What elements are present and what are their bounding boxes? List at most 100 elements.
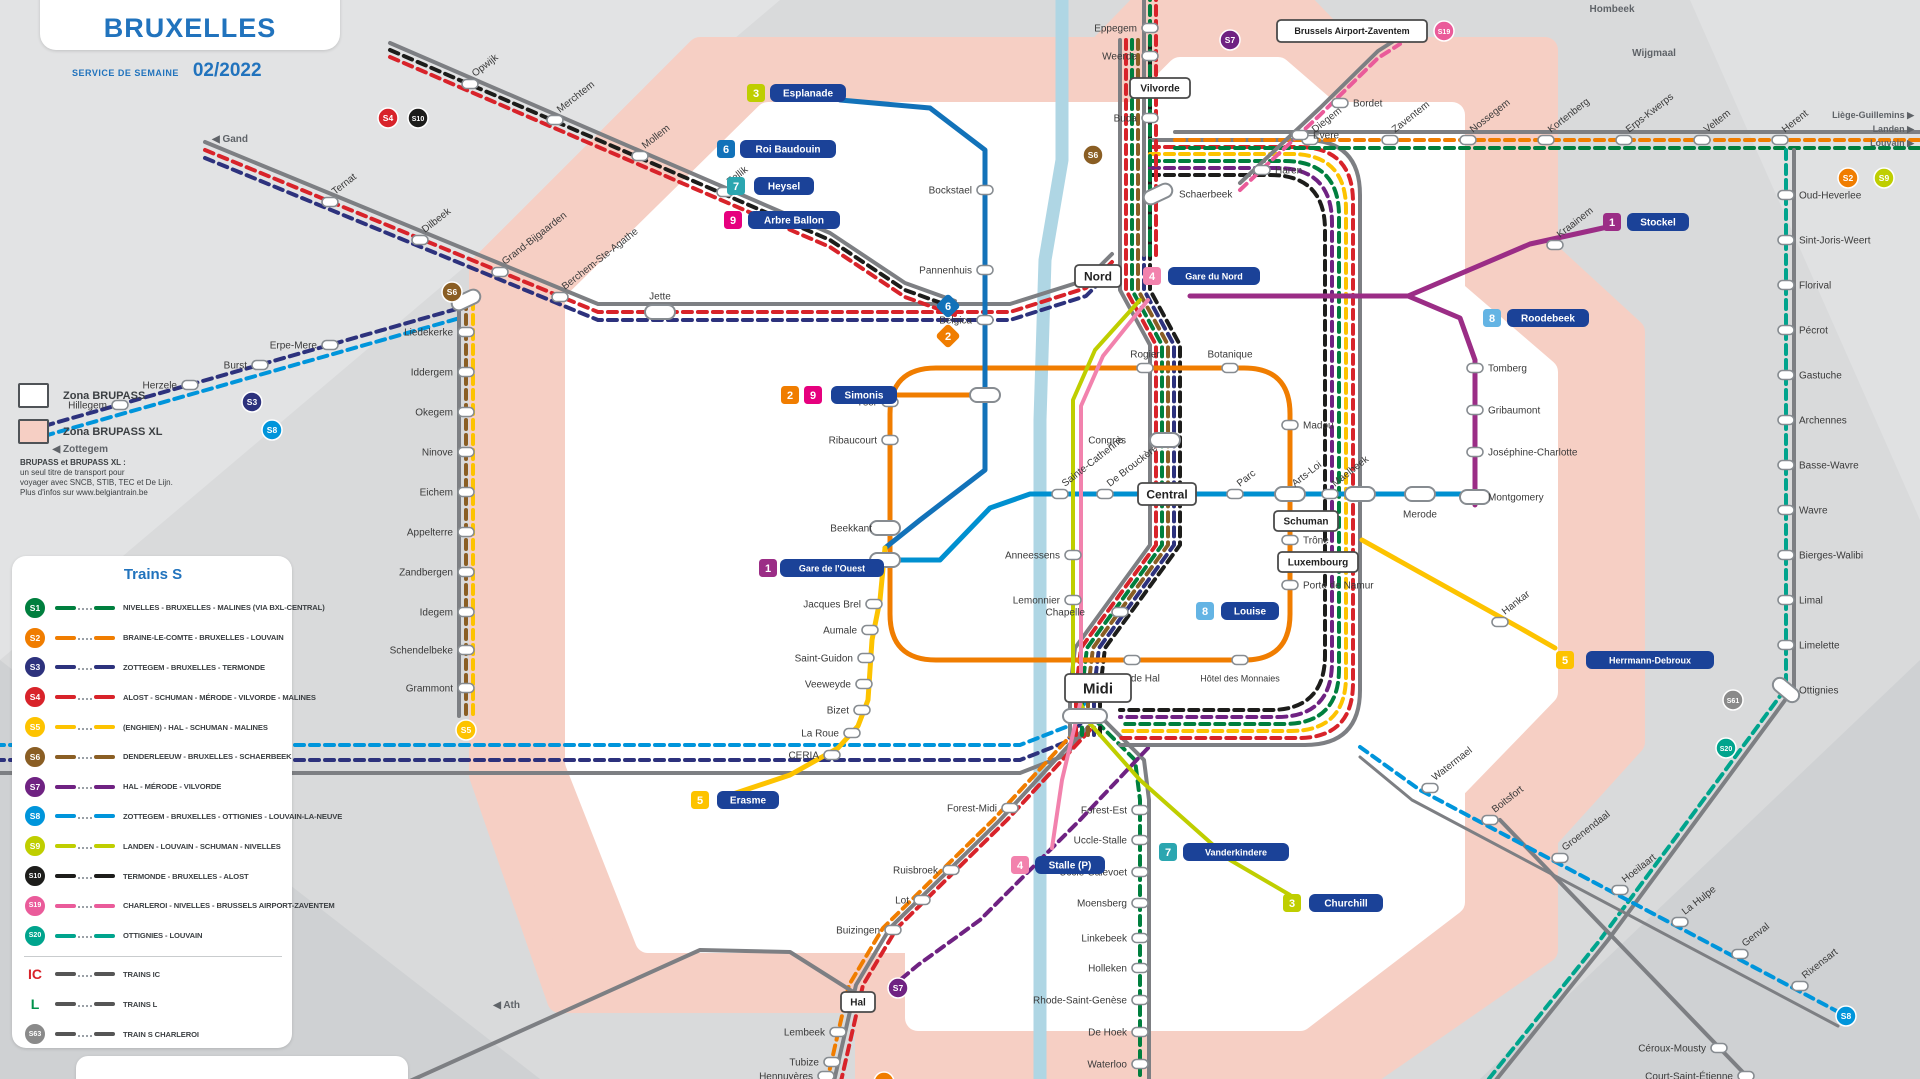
station-marker <box>1777 279 1795 291</box>
terminus-box <box>748 211 840 229</box>
metro-chip-number: 6 <box>723 144 729 156</box>
line-sample <box>55 814 115 819</box>
metro-chip-number: 4 <box>1017 860 1024 872</box>
station-pill <box>1491 616 1509 628</box>
station-pill <box>1221 362 1239 374</box>
station-label: Court-Saint-Étienne <box>1645 1070 1733 1079</box>
station-marker <box>457 606 475 618</box>
zone-swatch <box>18 383 49 408</box>
station-marker <box>1253 164 1271 176</box>
terminus-box <box>1168 267 1260 285</box>
station-pill <box>1149 432 1181 448</box>
station-pill <box>1281 534 1299 546</box>
station-label: Bockstael <box>929 186 972 197</box>
line-badge: S63 <box>24 1023 46 1046</box>
metro-chip-number: 2 <box>945 331 951 343</box>
line-sample <box>55 972 115 977</box>
station-pill <box>1777 234 1795 246</box>
station-label: Veeweyde <box>805 680 852 691</box>
station-label: Eichem <box>420 488 453 499</box>
rail-line <box>1358 745 1848 1018</box>
station-marker <box>1274 486 1306 502</box>
station-pill <box>457 366 475 378</box>
metro-chip-bg <box>781 386 799 404</box>
rail-bundle <box>1118 152 1348 733</box>
station-label: Rhode-Saint-Genèse <box>1033 996 1127 1007</box>
rail-bundle <box>1238 35 1402 185</box>
s-line-chip-label: S2 <box>1843 173 1854 183</box>
station-marker <box>1381 134 1399 146</box>
station-marker <box>823 1056 841 1068</box>
station-marker <box>881 434 899 446</box>
metro-chip-number: 4 <box>1149 271 1156 283</box>
metro-chip-bg <box>1556 651 1574 669</box>
station-label: Anneessens <box>1005 551 1060 562</box>
station-pill <box>251 359 269 371</box>
station-marker <box>1062 708 1108 724</box>
station-pill <box>1131 897 1149 909</box>
station-pill <box>855 678 873 690</box>
station-marker <box>457 566 475 578</box>
major-station-box <box>1137 482 1197 506</box>
service-label: SERVICE DE SEMAINE <box>72 68 179 78</box>
station-label: Forest-Est <box>1081 806 1127 817</box>
station-pill <box>1141 50 1159 62</box>
line-badge: S5 <box>24 716 46 739</box>
line-sample <box>55 605 115 611</box>
rail-bundle <box>0 712 1090 762</box>
station-label: Limelette <box>1799 641 1840 652</box>
s-line-chip-label: S6 <box>447 287 458 297</box>
terminus-box <box>770 84 846 102</box>
station-marker <box>1226 488 1244 500</box>
terminus-label: Louise <box>1234 607 1267 618</box>
station-marker <box>865 598 883 610</box>
station-pill <box>1141 112 1159 124</box>
terminus-box <box>1309 894 1383 912</box>
destination-label: Hombeek <box>1589 4 1634 15</box>
line-route-label: TRAINS L <box>123 999 158 1009</box>
station-pill <box>457 406 475 418</box>
station-label: Lembeek <box>784 1028 826 1039</box>
station-pill <box>853 704 871 716</box>
station-pill <box>461 78 479 90</box>
destination-label: Wijgmaal <box>1632 48 1676 59</box>
city-title: BRUXELLES <box>103 13 277 43</box>
station-marker <box>942 864 960 876</box>
station-pill <box>1051 488 1069 500</box>
station-pill <box>1331 97 1349 109</box>
rail-bundle <box>28 316 462 442</box>
station-label: Buizingen <box>836 926 880 937</box>
station-pill <box>631 150 649 162</box>
station-pill <box>1231 654 1249 666</box>
station-label: Buda <box>1114 114 1138 125</box>
station-pill <box>817 1070 835 1079</box>
station-pill <box>1777 504 1795 516</box>
destination-label: Liège-Guillemins ▶ <box>1832 110 1915 120</box>
station-marker <box>1546 239 1564 251</box>
rail-bundle <box>28 306 462 432</box>
line-sample <box>55 874 115 879</box>
station-marker <box>1131 932 1149 944</box>
metro-chip-bg <box>936 324 960 348</box>
station-marker <box>829 1026 847 1038</box>
station-marker <box>976 314 994 326</box>
station-label: Haren <box>1275 166 1302 177</box>
station-pill <box>976 314 994 326</box>
metro-chip-bg <box>1011 856 1029 874</box>
station-label: De Hoek <box>1088 1028 1128 1039</box>
station-pill <box>869 520 901 536</box>
station-marker <box>1481 814 1499 826</box>
station-pill <box>1131 1026 1149 1038</box>
metro-chip-bg <box>717 140 735 158</box>
station-pill <box>1466 362 1484 374</box>
station-marker <box>1777 189 1795 201</box>
station-label: Pannenhuis <box>919 266 972 277</box>
station-label: Hillegem <box>68 401 107 412</box>
station-label: Schaerbeek <box>1179 190 1233 201</box>
station-marker <box>644 304 676 320</box>
station-pill <box>1771 676 1801 704</box>
